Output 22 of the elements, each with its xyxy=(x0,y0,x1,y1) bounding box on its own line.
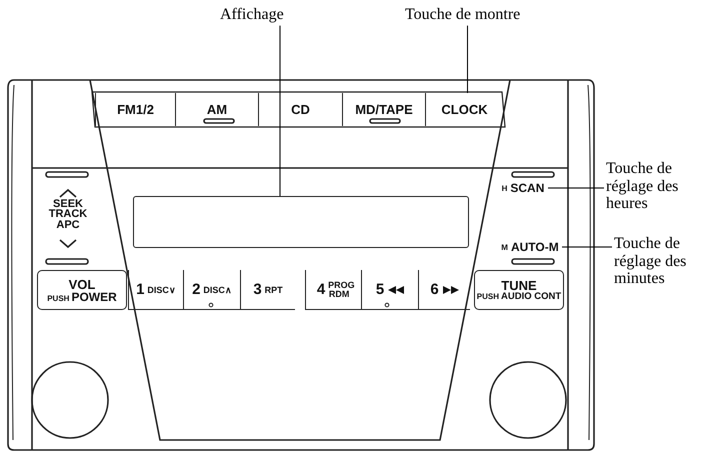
display-screen xyxy=(133,196,469,248)
preset-button: 1 DISC∨ xyxy=(128,270,183,310)
leader-line xyxy=(467,25,468,94)
leader-line xyxy=(562,246,612,248)
button-label: M AUTO-M xyxy=(500,239,560,255)
cd-button: CD xyxy=(258,93,342,126)
tune-button: TUNE PUSH AUDIO CONT xyxy=(474,270,564,310)
callout-label: Touche de réglage des minutes xyxy=(614,235,714,288)
tape-button: MD/TAPE xyxy=(342,93,425,126)
preset-button: 5 xyxy=(361,270,418,310)
preset-button: 2 DISC∧ xyxy=(183,270,240,310)
clock-button: CLOCK xyxy=(425,93,503,126)
callout-label: Touche de réglage des heures xyxy=(606,160,694,213)
fm-button: FM1/2 xyxy=(95,93,175,126)
preset-button: 3 RPT xyxy=(240,270,295,310)
callout-label: Affichage xyxy=(220,6,340,24)
preset-button: 6 xyxy=(418,270,470,310)
button-label: SEEK TRACK APC xyxy=(48,199,88,230)
button-label: H SCAN xyxy=(500,180,546,196)
callout-label: Touche de montre xyxy=(405,6,530,24)
am-button: AM xyxy=(175,93,258,126)
volume-button: VOL PUSH POWER xyxy=(37,270,127,310)
